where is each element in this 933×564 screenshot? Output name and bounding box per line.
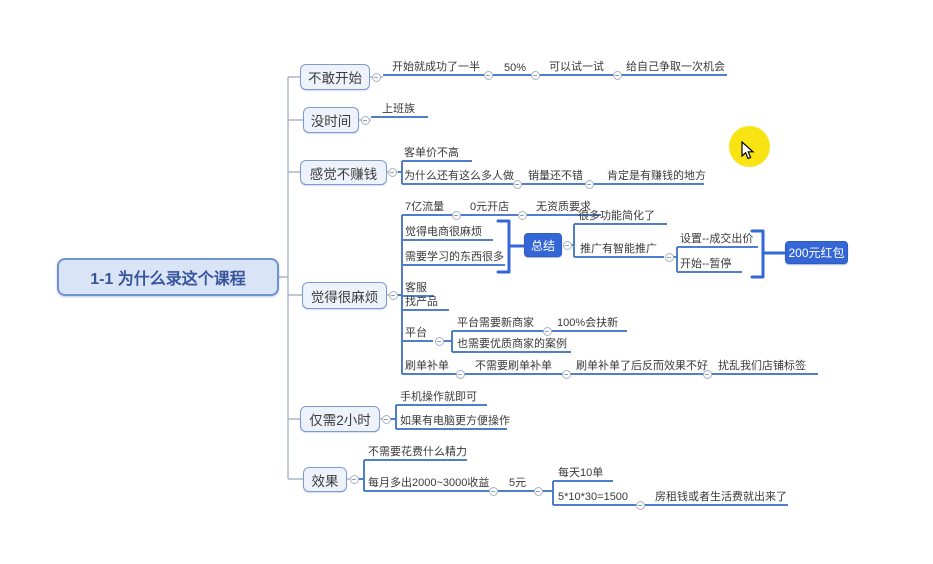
- leaf-topic[interactable]: 刷单补单: [405, 360, 449, 372]
- leaf-topic[interactable]: 手机操作就即可: [400, 391, 477, 403]
- leaf-topic[interactable]: 如果有电脑更方便操作: [400, 415, 510, 427]
- collapse-toggle-icon[interactable]: [664, 252, 674, 262]
- leaf-topic[interactable]: 设置--成交出价: [680, 233, 754, 245]
- leaf-topic[interactable]: 扰乱我们店铺标签: [718, 360, 806, 372]
- root-topic[interactable]: 1-1 为什么录这个课程: [57, 258, 279, 296]
- leaf-topic[interactable]: 客服: [405, 282, 427, 294]
- collapse-toggle-icon[interactable]: [387, 167, 397, 177]
- leaf-topic[interactable]: 开始--暂停: [680, 258, 732, 270]
- collapse-toggle-icon[interactable]: [512, 179, 522, 189]
- leaf-topic[interactable]: 每天10单: [558, 467, 604, 479]
- leaf-topic[interactable]: 为什么还有这么多人做: [404, 170, 514, 182]
- collapse-toggle-icon[interactable]: [483, 70, 493, 80]
- branch-topic-dont-dare-start[interactable]: 不敢开始: [300, 64, 370, 90]
- branch-topic-effect[interactable]: 效果: [303, 467, 347, 492]
- leaf-topic[interactable]: 也需要优质商家的案例: [457, 338, 567, 350]
- leaf-topic[interactable]: 很多功能简化了: [578, 210, 655, 222]
- leaf-topic[interactable]: 平台需要新商家: [457, 317, 534, 329]
- leaf-topic[interactable]: 50%: [504, 62, 527, 74]
- leaf-topic[interactable]: 开始就成功了一半: [392, 61, 480, 73]
- collapse-toggle-icon[interactable]: [451, 210, 461, 220]
- leaf-topic[interactable]: 刷单补单了后反而效果不好: [576, 360, 708, 372]
- collapse-toggle-icon[interactable]: [488, 486, 498, 496]
- summary-topic[interactable]: 总结: [524, 233, 562, 257]
- cursor-highlight: [729, 126, 770, 167]
- chain-lines: [358, 74, 818, 506]
- leaf-topic[interactable]: 房租钱或者生活费就出来了: [655, 491, 787, 503]
- collapse-toggle-icon[interactable]: [517, 210, 527, 220]
- collapse-toggle-icon[interactable]: [434, 336, 444, 346]
- collapse-toggle-icon[interactable]: [388, 290, 398, 300]
- leaf-topic[interactable]: 找产品: [405, 296, 438, 308]
- branch-topic-feels-troublesome[interactable]: 觉得很麻烦: [302, 282, 387, 309]
- collapse-toggle-icon[interactable]: [561, 369, 571, 379]
- summary-bracket-right: [750, 229, 786, 279]
- collapse-toggle-icon[interactable]: [542, 326, 552, 336]
- leaf-topic[interactable]: 每月多出2000~3000收益: [368, 477, 490, 489]
- leaf-topic[interactable]: 100%会扶新: [557, 317, 619, 329]
- collapse-toggle-icon[interactable]: [455, 369, 465, 379]
- collapse-toggle-icon[interactable]: [702, 369, 712, 379]
- leaf-topic[interactable]: 不需要刷单补单: [475, 360, 552, 372]
- leaf-topic[interactable]: 需要学习的东西很多: [405, 251, 504, 263]
- branch-topic-only-2-hours[interactable]: 仅需2小时: [300, 406, 380, 432]
- collapse-toggle-icon[interactable]: [533, 486, 543, 496]
- leaf-topic[interactable]: 7亿流量: [405, 201, 445, 213]
- leaf-topic[interactable]: 肯定是有赚钱的地方: [607, 170, 706, 182]
- collapse-toggle-icon[interactable]: [349, 474, 359, 484]
- branch-topic-no-time[interactable]: 没时间: [303, 107, 359, 133]
- leaf-topic[interactable]: 不需要花费什么精力: [368, 446, 467, 458]
- leaf-topic[interactable]: 觉得电商很麻烦: [405, 226, 482, 238]
- collapse-toggle-icon[interactable]: [562, 240, 572, 250]
- leaf-topic[interactable]: 可以试一试: [549, 61, 604, 73]
- collapse-toggle-icon[interactable]: [612, 70, 622, 80]
- collapse-toggle-icon[interactable]: [530, 70, 540, 80]
- leaf-topic[interactable]: 推广有智能推广: [580, 243, 657, 255]
- collapse-toggle-icon[interactable]: [584, 179, 594, 189]
- leaf-topic[interactable]: 0元开店: [470, 201, 510, 213]
- branch-topic-feels-unprofitable[interactable]: 感觉不赚钱: [300, 160, 387, 185]
- leaf-topic[interactable]: 5元: [509, 477, 527, 489]
- leaf-topic[interactable]: 上班族: [382, 103, 415, 115]
- summary-brackets: [496, 219, 786, 279]
- collapse-toggle-icon[interactable]: [381, 414, 391, 424]
- summary-bracket-left: [496, 219, 525, 274]
- reward-topic[interactable]: 200元红包: [785, 241, 848, 264]
- leaf-topic[interactable]: 客单价不高: [404, 147, 459, 159]
- collapse-toggle-icon[interactable]: [360, 115, 370, 125]
- leaf-topic[interactable]: 5*10*30=1500: [558, 491, 629, 503]
- leaf-topic[interactable]: 无资质要求: [536, 201, 591, 213]
- leaf-topic[interactable]: 销量还不错: [528, 170, 583, 182]
- collapse-toggle-icon[interactable]: [635, 500, 645, 510]
- arrow-pointer-icon: [741, 140, 757, 166]
- collapse-toggle-icon[interactable]: [371, 72, 381, 82]
- leaf-topic[interactable]: 平台: [405, 327, 427, 339]
- leaf-topic[interactable]: 给自己争取一次机会: [626, 61, 725, 73]
